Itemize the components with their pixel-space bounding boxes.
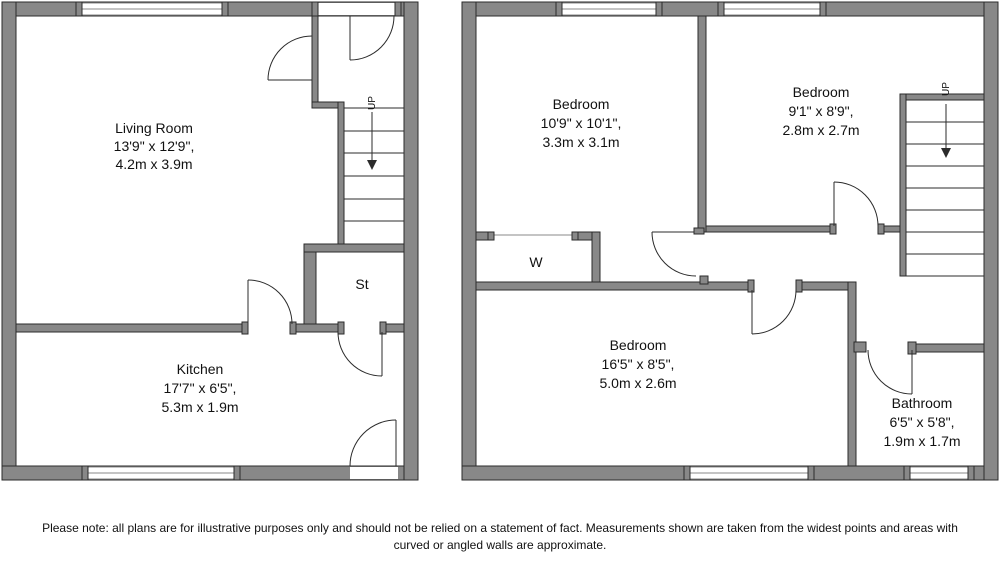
- kitchen-metric: 5.3m x 1.9m: [161, 399, 238, 415]
- bathroom-door: [867, 349, 913, 395]
- bedroom1-imperial: 10'9" x 10'1",: [541, 115, 622, 131]
- bathroom-imperial: 6'5" x 5'8",: [889, 414, 954, 430]
- bedroom2-name: Bedroom: [793, 84, 850, 100]
- bedroom3-metric: 5.0m x 2.6m: [599, 375, 676, 391]
- first-stairs: UP: [905, 82, 985, 277]
- wardrobe-sliding-door: [487, 231, 579, 241]
- back-door: [349, 419, 397, 467]
- hall-kitchen-door: [337, 331, 383, 377]
- store-wall-top: [303, 243, 405, 253]
- bedroom1-name: Bedroom: [553, 96, 610, 112]
- kitchen-name: Kitchen: [177, 361, 224, 377]
- living-room-imperial: 13'9" x 12'9",: [114, 138, 195, 154]
- first-outer-wall-right: [983, 1, 999, 481]
- first-window-bottom-right: [903, 465, 975, 481]
- first-window-top-left: [555, 1, 663, 17]
- first-stairs-up-label: UP: [941, 82, 952, 96]
- bedroom3-wall-top-left: [475, 281, 753, 291]
- bedroom2-imperial: 9'1" x 8'9",: [788, 103, 853, 119]
- wardrobe-wall-right: [591, 231, 601, 291]
- stair-arrow-icon: [941, 148, 951, 158]
- bedroom3-imperial: 16'5" x 8'5",: [602, 356, 675, 372]
- bathroom-wall-left: [847, 281, 857, 467]
- ground-window-top: [75, 1, 229, 17]
- living-room-door: [267, 35, 313, 81]
- store-name: St: [355, 276, 368, 292]
- first-window-top-right: [717, 1, 827, 17]
- stair-wall-left: [899, 93, 907, 277]
- hall-wall-vertical-upper: [311, 15, 319, 107]
- ground-stairs-up-label: UP: [367, 96, 378, 110]
- bedroom1-door: [651, 227, 705, 277]
- living-room-metric: 4.2m x 3.9m: [115, 156, 192, 172]
- bedroom2-metric: 2.8m x 2.7m: [782, 122, 859, 138]
- disclaimer-note: Please note: all plans are for illustrat…: [42, 521, 958, 552]
- bedroom1-metric: 3.3m x 3.1m: [542, 134, 619, 150]
- first-outer-wall-left: [461, 1, 477, 481]
- bedroom-divider-vertical: [697, 15, 707, 233]
- bedroom2-wall-bottom-left: [705, 225, 835, 233]
- bathroom-wall-top: [911, 343, 985, 353]
- living-kitchen-wall-left: [15, 323, 249, 333]
- first-floor: UP W: [461, 1, 999, 481]
- floor-plan: UP Living Room 13'9" x 12'9", 4.2m x 3.9…: [1, 1, 999, 481]
- ground-stairs: UP: [343, 96, 405, 245]
- kitchen-imperial: 17'7" x 6'5",: [164, 380, 237, 396]
- ground-window-bottom: [81, 465, 241, 481]
- bathroom-name: Bathroom: [892, 395, 953, 411]
- front-door: [349, 15, 395, 61]
- bedroom2-door: [833, 181, 879, 227]
- hall-wall-vertical-lower: [303, 243, 317, 329]
- ground-back-door-opening: [350, 467, 398, 479]
- ground-outer-wall-left: [1, 1, 17, 481]
- living-room-name: Living Room: [115, 120, 193, 136]
- living-kitchen-wall-right: [289, 323, 341, 333]
- bedroom3-wall-top-right: [799, 281, 855, 291]
- ground-floor: UP Living Room 13'9" x 12'9", 4.2m x 3.9…: [1, 1, 419, 481]
- ground-front-door-opening: [314, 3, 398, 15]
- bedroom3-door: [751, 289, 797, 335]
- bathroom-metric: 1.9m x 1.7m: [883, 433, 960, 449]
- wardrobe-name: W: [529, 254, 543, 270]
- stair-arrow-icon: [367, 160, 377, 170]
- first-window-bottom-left: [683, 465, 815, 481]
- ground-outer-wall-right: [403, 1, 419, 481]
- kitchen-door: [247, 279, 293, 325]
- kitchen-hall-wall: [383, 323, 405, 333]
- bedroom3-name: Bedroom: [610, 337, 667, 353]
- hall-wall-stair-side: [337, 101, 345, 249]
